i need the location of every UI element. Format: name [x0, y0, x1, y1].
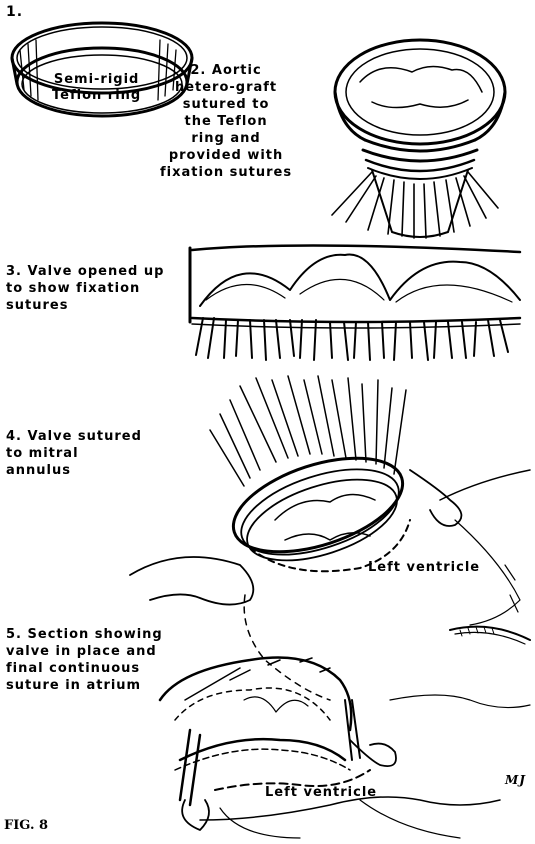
figure-caption: FIG. 8 [4, 818, 48, 834]
step-3-label: 3. Valve opened up to show fixation sutu… [6, 263, 164, 314]
opened-valve-drawing [190, 245, 520, 360]
left-ventricle-label-upper: Left ventricle [368, 560, 480, 576]
step-2-label: 2. Aortic hetero-graft sutured to the Te… [160, 62, 292, 181]
tissue-fragment-drawing [450, 627, 530, 644]
illustrator-signature: MJ [505, 772, 526, 788]
left-ventricle-label-lower: Left ventricle [265, 785, 377, 801]
valve-section-drawing [160, 658, 530, 839]
annulus-suture-drawing [130, 376, 530, 700]
step-1-label: Semi-rigid Teflon ring [52, 72, 141, 104]
step-1-number: 1. [6, 4, 23, 20]
hetero-graft-drawing [332, 40, 505, 238]
step-4-label: 4. Valve sutured to mitral annulus [6, 428, 142, 479]
step-5-label: 5. Section showing valve in place and fi… [6, 626, 163, 694]
